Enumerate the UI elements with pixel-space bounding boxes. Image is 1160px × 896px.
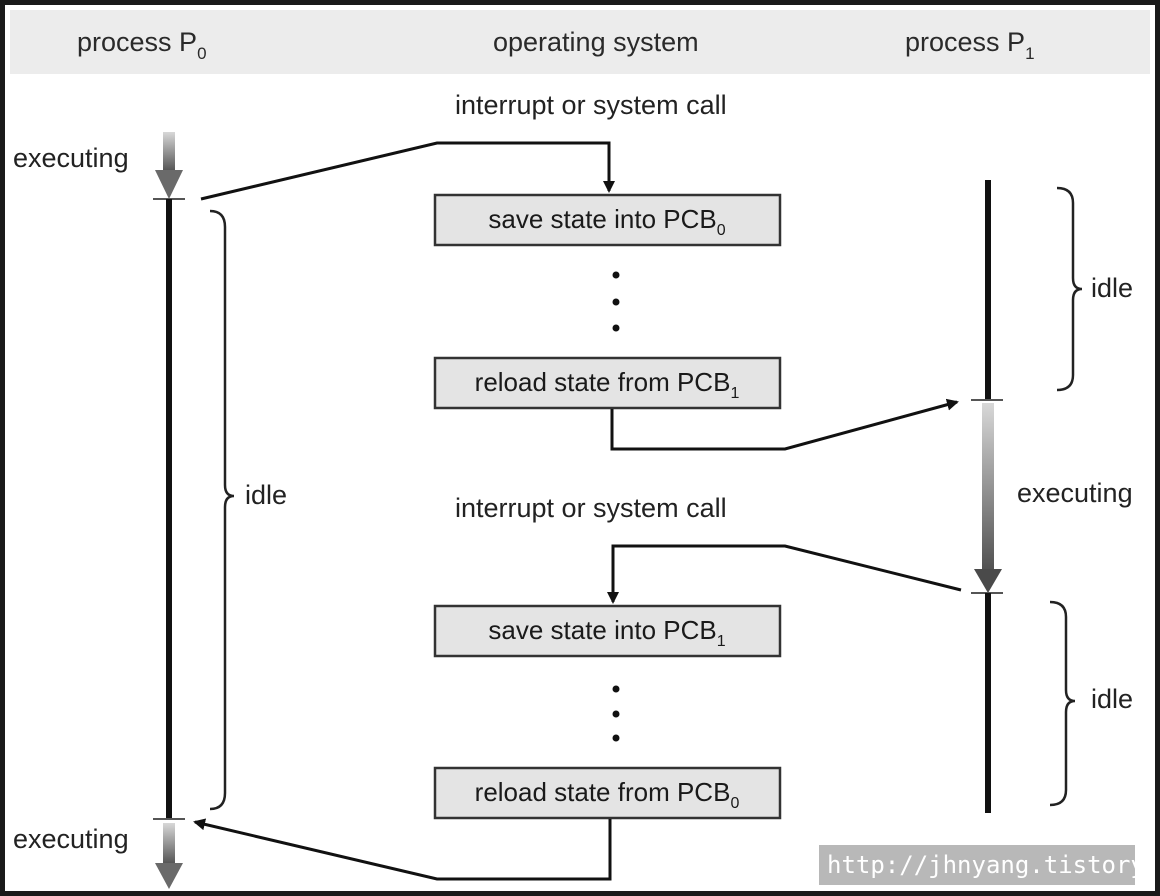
svg-text:reload state from PCB0: reload state from PCB0 <box>475 777 740 812</box>
box-save-state-pcb0: save state into PCB0 <box>433 193 782 247</box>
header-band <box>10 10 1150 74</box>
p1-executing-arrow <box>974 403 1002 593</box>
box-reload-state-pcb0: reload state from PCB0 <box>433 766 782 820</box>
arrow-reload-pcb1-to-p1 <box>610 398 959 451</box>
arrow-p0-to-save-pcb0 <box>200 141 615 201</box>
svg-text:reload state from PCB1: reload state from PCB1 <box>475 367 740 402</box>
context-switch-diagram: process P0 operating system process P1 i… <box>10 10 1155 889</box>
svg-text:save state into PCB0: save state into PCB0 <box>488 204 725 239</box>
watermark: http://jhnyang.tistory.com <box>819 845 1155 885</box>
box-save-state-pcb1: save state into PCB1 <box>433 604 782 658</box>
arrow-p1-to-save-pcb1 <box>607 544 962 604</box>
p0-executing-label-top: executing <box>13 143 129 173</box>
p0-idle-brace <box>209 209 235 811</box>
p1-idle-brace-bottom <box>1049 600 1076 807</box>
svg-text:http://jhnyang.tistory.com: http://jhnyang.tistory.com <box>827 851 1155 879</box>
header-operating-system: operating system <box>493 27 699 57</box>
p1-idle-brace-top <box>1056 186 1083 392</box>
ellipsis-dots-top <box>612 271 620 332</box>
p0-executing-arrow-top <box>155 132 183 199</box>
p1-executing-label: executing <box>1017 478 1133 508</box>
arrow-reload-pcb0-to-p0 <box>193 818 612 881</box>
box-reload-state-pcb1: reload state from PCB1 <box>433 356 782 410</box>
p0-idle-label: idle <box>245 480 287 510</box>
header-process-p1: process P1 <box>905 27 1035 63</box>
ellipsis-dots-bottom <box>612 685 620 742</box>
svg-text:save state into PCB1: save state into PCB1 <box>488 615 725 650</box>
p0-executing-arrow-bottom <box>155 823 183 889</box>
interrupt-label-top: interrupt or system call <box>455 90 727 120</box>
interrupt-label-mid: interrupt or system call <box>455 493 727 523</box>
p0-executing-label-bottom: executing <box>13 824 129 854</box>
p1-idle-label-bottom: idle <box>1091 684 1133 714</box>
p1-idle-label-top: idle <box>1091 273 1133 303</box>
header-process-p0: process P0 <box>77 27 207 63</box>
